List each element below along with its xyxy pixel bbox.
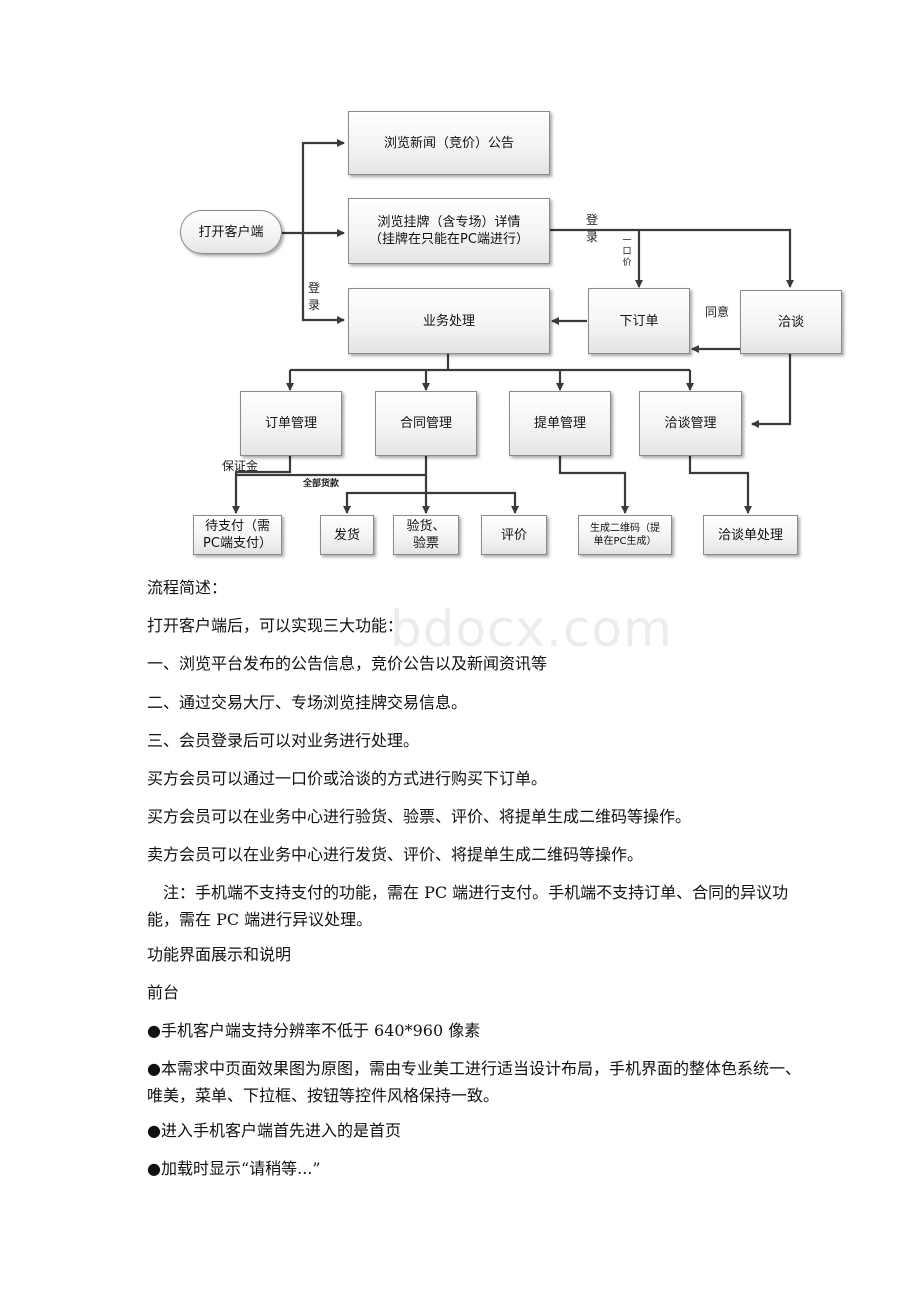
arrow-open-to-news bbox=[301, 139, 345, 320]
paragraph-section-title: 功能界面展示和说明 bbox=[147, 945, 292, 964]
paragraph-buyer-ops: 买方会员可以在业务中心进行验货、验票、评价、将提单生成二维码等操作。 bbox=[147, 807, 692, 826]
node-ship: 发货 bbox=[320, 515, 374, 555]
arrow-open-to-business bbox=[301, 310, 345, 324]
arrow-bill-to-qr bbox=[558, 456, 629, 514]
arrow-negotiate-to-negotiation-mgmt bbox=[751, 353, 792, 428]
paragraph-overview: 流程简述： bbox=[147, 578, 228, 597]
label-one-price: 一口价 bbox=[622, 236, 632, 268]
node-inspect: 验货、 验票 bbox=[393, 515, 459, 555]
paragraph-functions: 打开客户端后，可以实现三大功能： bbox=[147, 616, 404, 635]
paragraph-seller-ops: 卖方会员可以在业务中心进行发货、评价、将提单生成二维码等操作。 bbox=[147, 845, 644, 864]
arrow-negotiation-to-processing bbox=[688, 456, 752, 514]
label-full-payment: 全部货款 bbox=[303, 479, 340, 489]
node-browse-listing: 浏览挂牌（含专场）详情 （挂牌在只能在PC端进行） bbox=[348, 198, 550, 264]
paragraph-item-3: 三、会员登录后可以对业务进行处理。 bbox=[147, 731, 420, 750]
node-business: 业务处理 bbox=[348, 288, 550, 354]
label-agree: 同意 bbox=[705, 305, 730, 319]
node-evaluate: 评价 bbox=[481, 515, 547, 555]
flowchart-connectors bbox=[232, 139, 794, 514]
paragraph-frontend: 前台 bbox=[147, 983, 180, 1002]
bullet-resolution: ●手机客户端支持分辨率不低于 640*960 像素 bbox=[147, 1021, 481, 1040]
node-negotiate: 洽谈 bbox=[740, 290, 842, 354]
paragraph-item-2: 二、通过交易大厅、专场浏览挂牌交易信息。 bbox=[147, 693, 468, 712]
paragraph-note: 注：手机端不支持支付的功能，需在 PC 端进行支付。手机端不支持订单、合同的异议… bbox=[147, 883, 789, 929]
node-negotiation-mgmt: 洽谈管理 bbox=[639, 391, 742, 456]
node-pending-payment: 待支付（需 PC端支付） bbox=[193, 515, 282, 555]
node-browse-news: 浏览新闻（竞价）公告 bbox=[348, 111, 550, 175]
arrow-order-mgmt-to-pending bbox=[232, 456, 292, 514]
watermark: bdocx.com bbox=[390, 600, 673, 658]
bullet-design: ●本需求中页面效果图为原图，需由专业美工进行适当设计布局，手机界面的整体色系统一… bbox=[147, 1059, 801, 1105]
flowchart: 打开客户端 浏览新闻（竞价）公告 浏览挂牌（含专场）详情 （挂牌在只能在PC端进… bbox=[170, 100, 860, 565]
bullet-homepage: ●进入手机客户端首先进入的是首页 bbox=[147, 1121, 401, 1140]
node-contract-mgmt: 合同管理 bbox=[375, 391, 477, 456]
node-order-mgmt: 订单管理 bbox=[240, 391, 342, 456]
label-login-top: 登录 bbox=[585, 213, 598, 244]
label-deposit: 保证金 bbox=[222, 459, 259, 473]
node-bill-mgmt: 提单管理 bbox=[509, 391, 611, 456]
node-qr-code: 生成二维码（提 单在PC生成） bbox=[578, 515, 672, 555]
paragraph-buyer-order: 买方会员可以通过一口价或洽谈的方式进行购买下订单。 bbox=[147, 769, 548, 788]
bullet-loading: ●加载时显示“请稍等...” bbox=[147, 1159, 321, 1178]
node-place-order: 下订单 bbox=[588, 288, 690, 354]
node-open-client: 打开客户端 bbox=[180, 210, 282, 254]
paragraph-item-1: 一、浏览平台发布的公告信息，竞价公告以及新闻资讯等 bbox=[147, 654, 548, 673]
label-login-left: 登录 bbox=[307, 281, 320, 312]
node-negotiation-processing: 洽谈单处理 bbox=[703, 515, 798, 555]
arrow-listing-to-negotiate bbox=[550, 228, 794, 288]
